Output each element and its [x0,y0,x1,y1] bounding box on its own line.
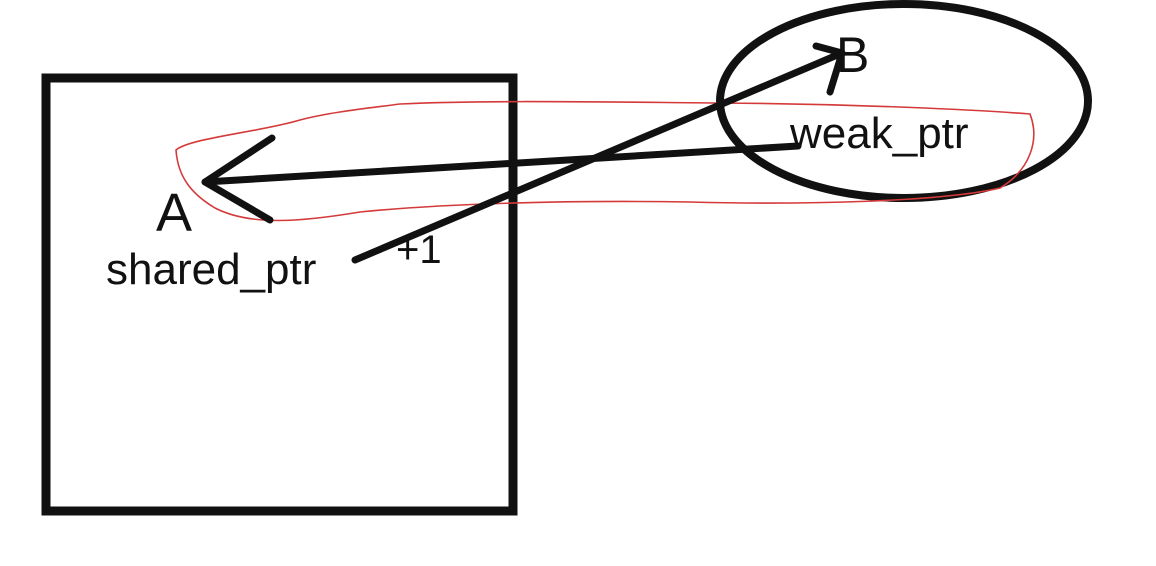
shared-ptr-arrowhead [812,42,846,96]
shared-ptr-arrow-shaft [351,49,846,264]
object-a-box [41,73,518,516]
shared-ptr-label: shared_ptr [106,245,317,294]
weak-ptr-arrowhead [201,134,276,224]
ref-count-label: +1 [396,228,442,272]
node-b-label: B [836,27,870,83]
weak-ptr-arrow-shaft [201,142,802,186]
node-a-label: A [156,183,193,243]
object-b-ellipse [716,0,1092,202]
weak-ptr-label: weak_ptr [790,109,969,158]
weak-link-highlight [175,100,1035,222]
